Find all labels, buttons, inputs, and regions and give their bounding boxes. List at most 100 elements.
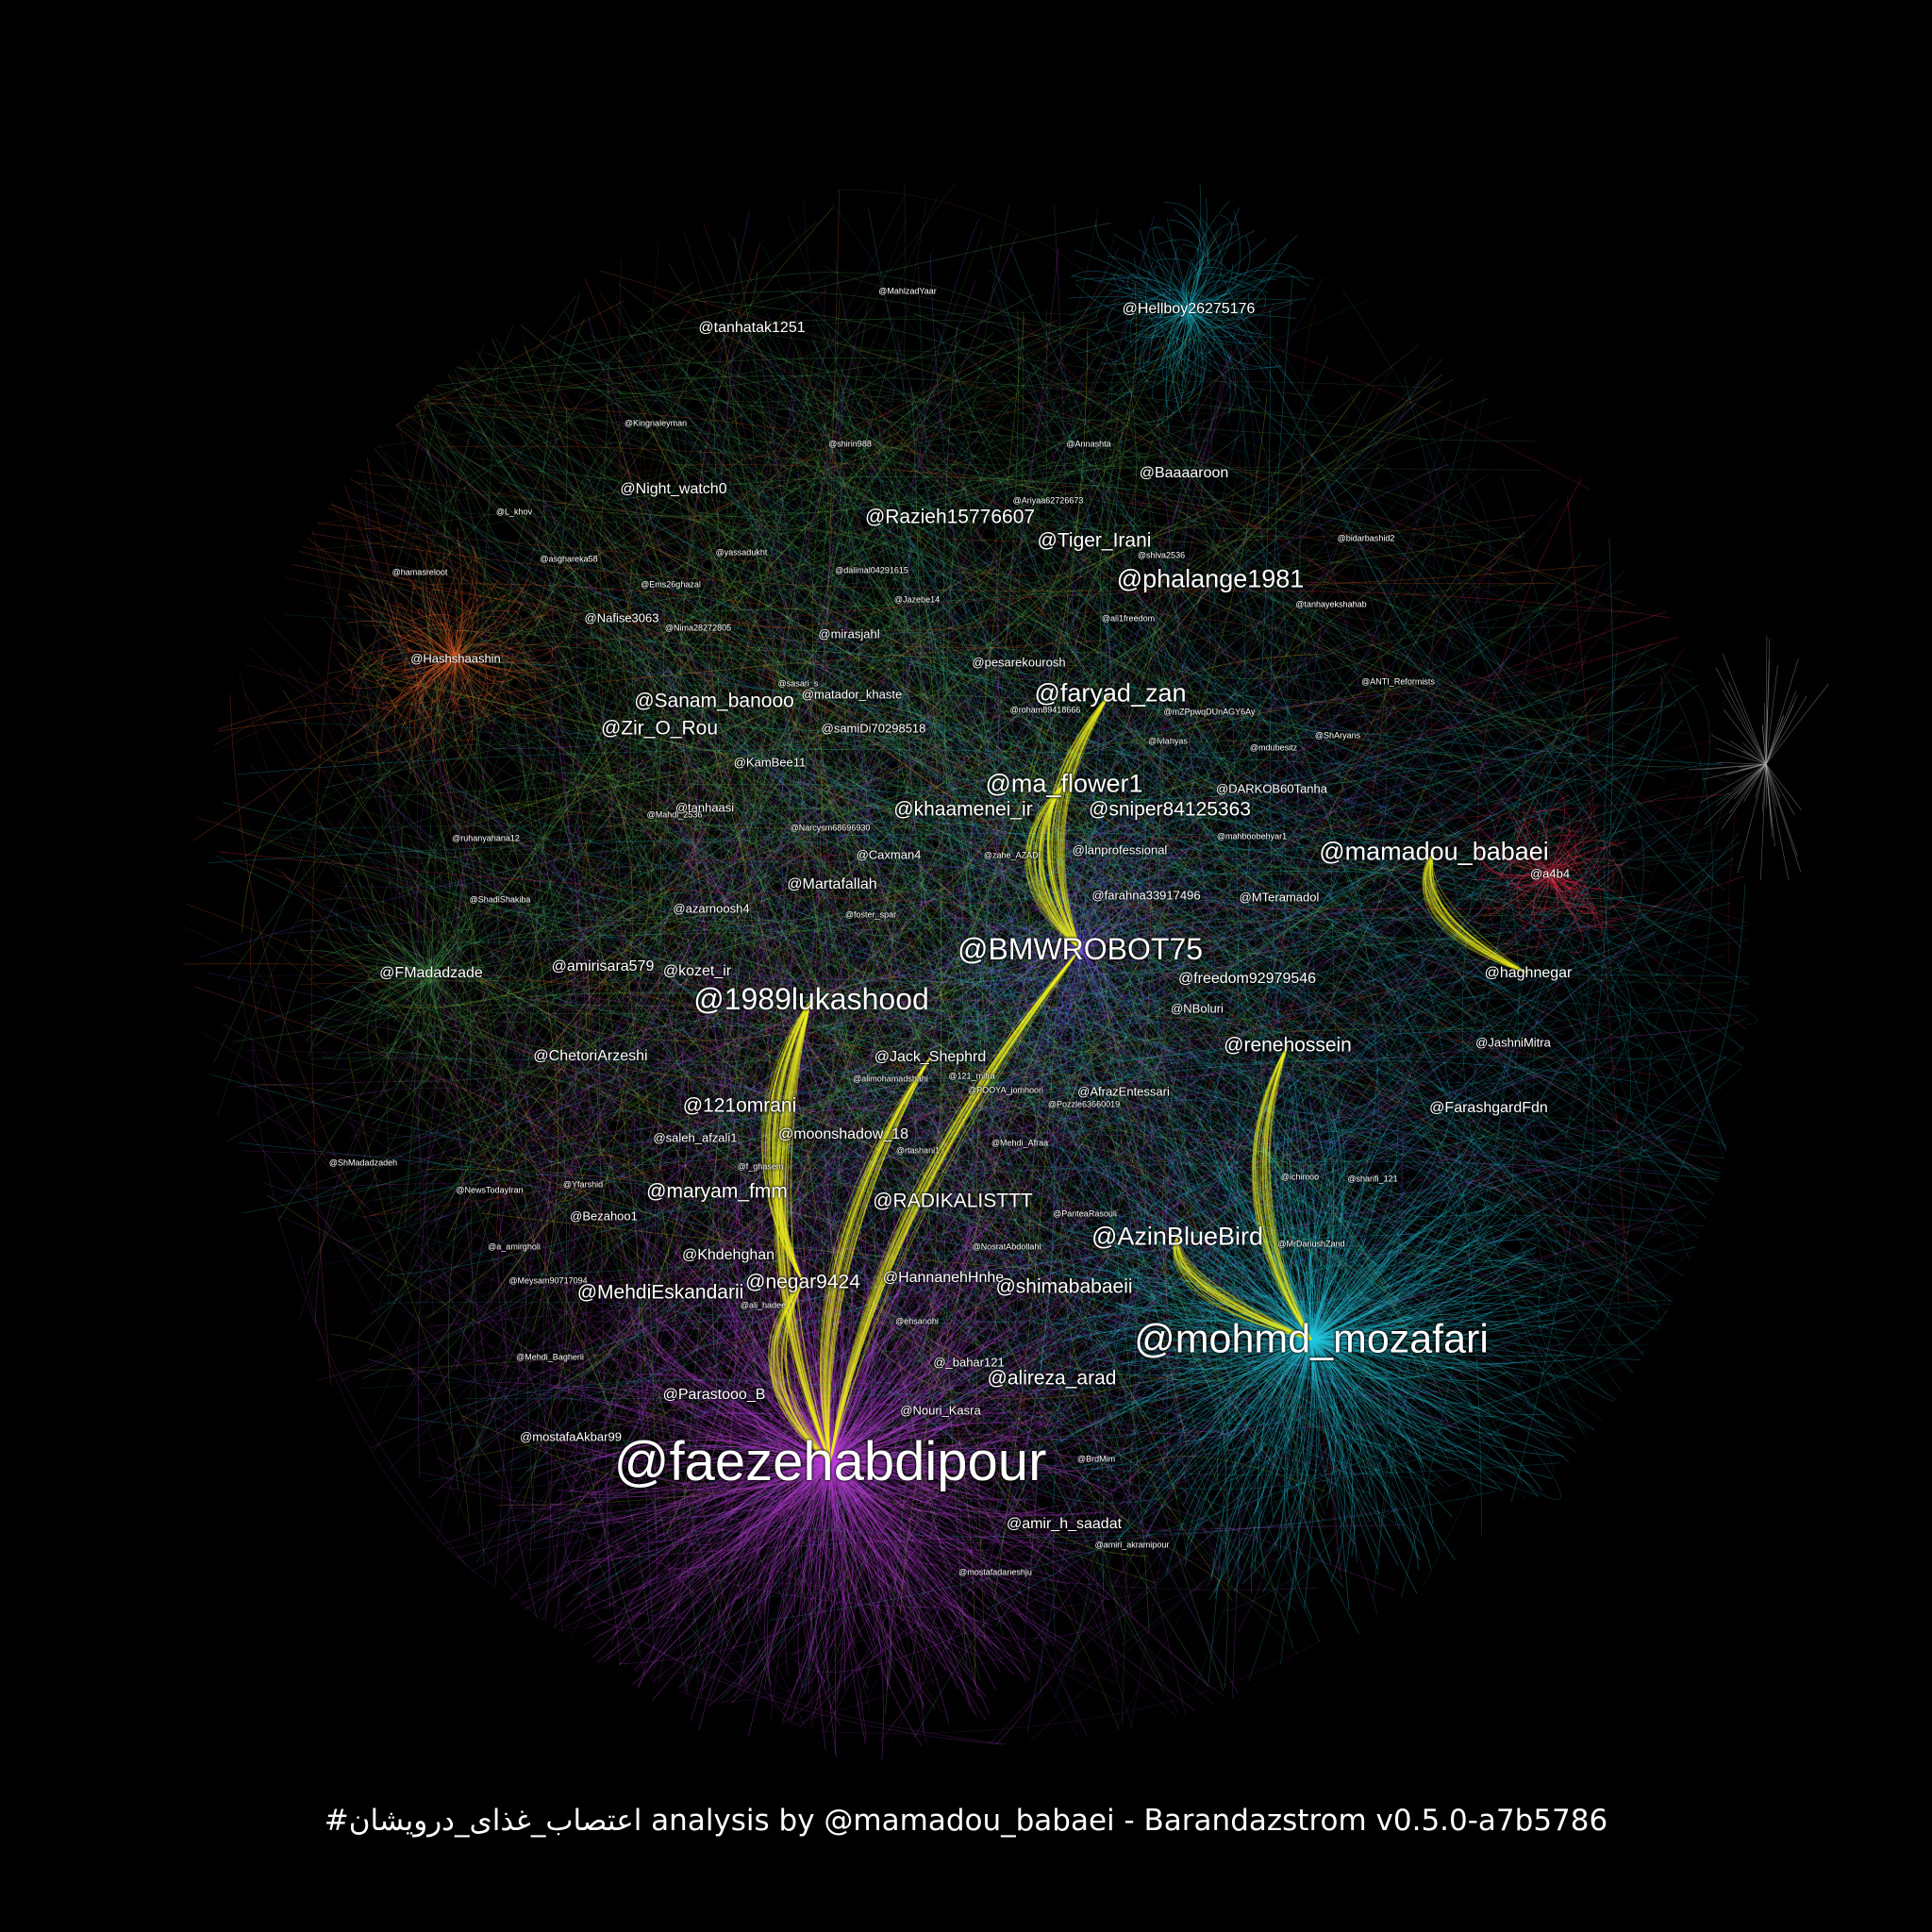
graph-edge <box>568 947 591 1049</box>
graph-edge <box>549 334 1690 1171</box>
graph-edge <box>979 664 1417 1547</box>
node-label: @mohmd_mozafari <box>1134 1316 1489 1362</box>
graph-edge <box>795 773 818 1067</box>
graph-edge <box>1126 480 1413 740</box>
graph-edge <box>624 796 783 1058</box>
graph-edge <box>993 741 1069 1600</box>
graph-edge <box>394 699 1004 746</box>
node-label: @L_khov <box>495 507 533 517</box>
graph-edge <box>523 981 1442 1212</box>
graph-edge <box>349 1011 1447 1138</box>
graph-edge <box>821 612 1288 1036</box>
graph-edge <box>1341 938 1652 1074</box>
graph-edge <box>748 405 832 547</box>
graph-edge <box>849 1092 1532 1312</box>
graph-edge <box>278 1215 1037 1608</box>
graph-edge <box>741 528 1573 875</box>
graph-edge <box>1144 392 1485 1157</box>
graph-edge <box>1108 770 1472 1405</box>
graph-edge <box>342 1090 525 1138</box>
graph-edge <box>365 344 485 742</box>
graph-edge <box>841 1007 1218 1080</box>
graph-edge <box>1147 616 1305 1222</box>
graph-edge <box>510 925 974 1674</box>
graph-edge <box>995 1442 1203 1745</box>
node-label: @mostafaAkbar99 <box>520 1429 622 1444</box>
graph-edge <box>213 420 438 1063</box>
node-label: @mZPpwqDUnAGY6Ay <box>1163 707 1256 717</box>
graph-edge <box>980 981 1345 1450</box>
graph-edge <box>418 502 547 1478</box>
node-label: @Hashshaashin <box>410 651 501 666</box>
graph-edge <box>593 806 807 1383</box>
graph-edge <box>1001 709 1343 1372</box>
node-label: @MTeramadol <box>1239 890 1320 905</box>
graph-edge <box>673 1039 1349 1162</box>
graph-edge <box>720 337 1213 933</box>
graph-edge <box>310 532 1597 591</box>
graph-edge <box>891 721 1634 1202</box>
graph-edge <box>1021 1003 1455 1286</box>
graph-edge <box>801 1028 1464 1089</box>
graph-edge <box>592 812 632 891</box>
graph-edge <box>1304 1220 1518 1274</box>
graph-edge <box>920 1447 1561 1475</box>
node-label: @dalimal04291615 <box>835 565 908 575</box>
graph-edge <box>460 1116 1006 1419</box>
graph-edge <box>1080 695 1502 935</box>
node-label: @Jazebe14 <box>893 594 941 605</box>
graph-edge <box>657 323 843 881</box>
graph-edge <box>747 1022 1604 1572</box>
graph-edge <box>1223 667 1540 1432</box>
graph-edge <box>1008 675 1281 970</box>
graph-edge <box>944 1299 1673 1499</box>
graph-edge <box>352 748 1092 1265</box>
graph-edge <box>954 371 1144 672</box>
graph-edge <box>692 792 820 1684</box>
node-label: @Tiger_Irani <box>1037 529 1152 552</box>
graph-edge <box>708 745 1187 832</box>
graph-edge <box>667 395 1044 1530</box>
graph-edge <box>1166 1000 1378 1455</box>
graph-edge <box>284 719 1176 1717</box>
graph-edge <box>522 606 665 1506</box>
graph-edge <box>834 1078 1346 1337</box>
graph-edge <box>542 536 845 1433</box>
graph-edge <box>769 495 1109 1424</box>
graph-edge <box>707 541 966 1562</box>
node-label: @ANTI_Reformists <box>1361 676 1435 687</box>
graph-edge <box>863 1072 1344 1164</box>
graph-edge <box>1015 775 1429 1374</box>
graph-edge <box>991 325 1694 674</box>
graph-edge <box>866 818 1448 1325</box>
graph-edge <box>848 539 1398 1129</box>
node-label: @Kingnaleyman <box>624 418 688 428</box>
graph-edge <box>573 806 1057 1264</box>
graph-edge <box>1234 774 1578 1030</box>
graph-edge <box>382 472 795 692</box>
graph-edge <box>689 536 1525 611</box>
graph-edge <box>611 475 1400 532</box>
graph-edge <box>733 237 807 881</box>
graph-edge <box>370 1194 960 1449</box>
graph-edge <box>841 879 1526 1499</box>
graph-edge <box>1218 800 1424 1030</box>
graph-edge <box>1200 219 1323 1284</box>
node-label: @amiri_akramipour <box>1094 1540 1170 1550</box>
graph-edge <box>676 389 1554 981</box>
node-label: @phalange1981 <box>1116 564 1305 593</box>
graph-edge <box>369 644 1015 882</box>
graph-edge <box>1040 737 1638 899</box>
graph-edge <box>285 762 1507 915</box>
graph-edge <box>871 333 1066 441</box>
graph-edge <box>350 592 1217 1271</box>
graph-edge <box>337 820 975 1715</box>
graph-edge <box>920 704 1521 1385</box>
graph-edge <box>927 459 1472 1222</box>
graph-edge <box>397 907 1011 1326</box>
graph-edge <box>575 515 657 1533</box>
graph-edge <box>779 312 860 706</box>
graph-edge <box>317 1157 673 1381</box>
figure-caption: #اعتصاب_غذای_درویشان analysis by @mamado… <box>324 1804 1608 1838</box>
graph-edge <box>541 351 795 1622</box>
